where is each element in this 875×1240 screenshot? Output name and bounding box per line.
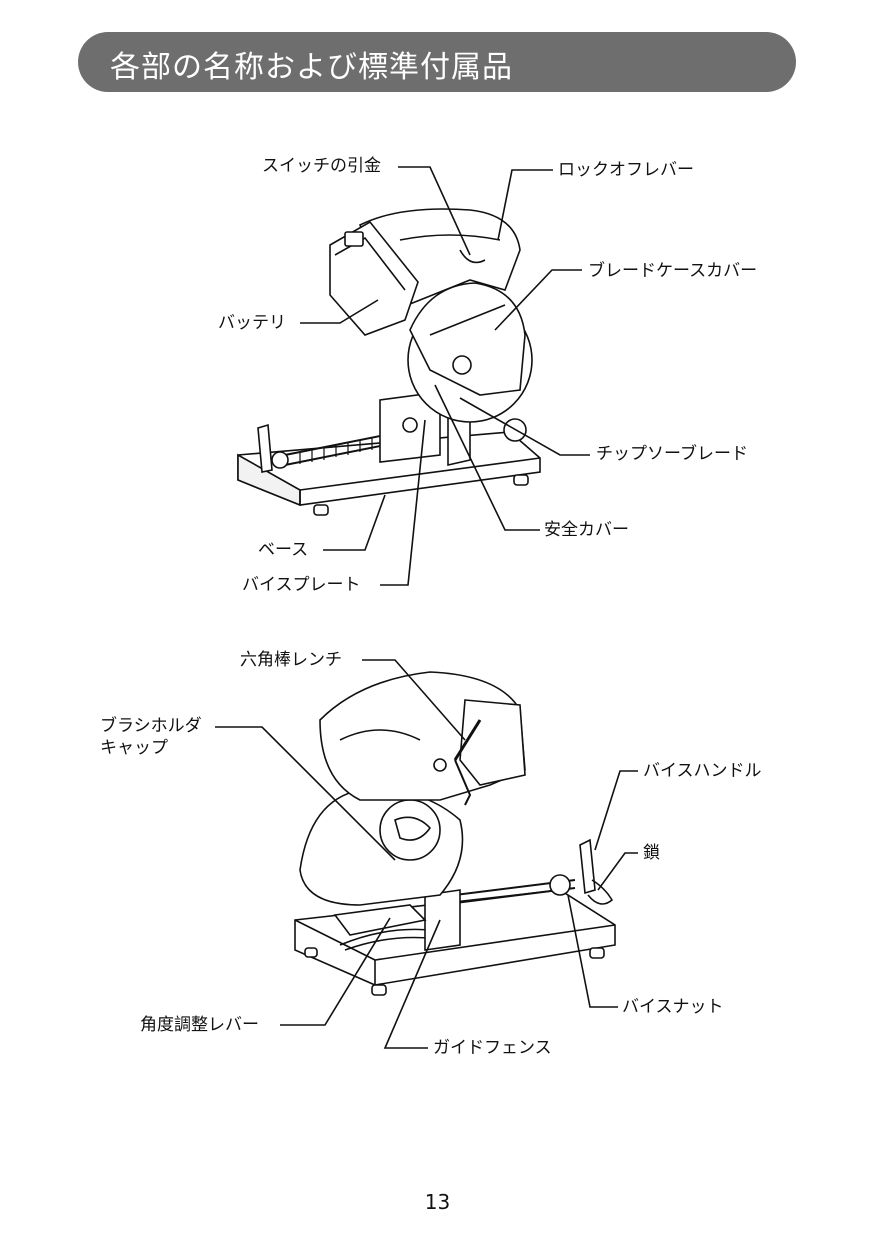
label-chain: 鎖 bbox=[643, 843, 660, 863]
label-guide-fence: ガイドフェンス bbox=[433, 1038, 552, 1058]
saw-illustration-1 bbox=[237, 208, 541, 516]
page-number: 13 bbox=[424, 1190, 451, 1214]
section-title-bar: 各部の名称および標準付属品 bbox=[78, 32, 796, 92]
label-angle-lever: 角度調整レバー bbox=[140, 1015, 259, 1035]
label-battery: バッテリ bbox=[218, 313, 286, 333]
label-brush-holder-cap-line1: ブラシホルダ bbox=[100, 716, 202, 736]
label-brush-holder-cap-line2: キャップ bbox=[100, 738, 168, 758]
label-base: ベース bbox=[258, 540, 309, 560]
section-title: 各部の名称および標準付属品 bbox=[110, 50, 513, 85]
label-vise-handle: バイスハンドル bbox=[643, 761, 762, 781]
label-vise-nut: バイスナット bbox=[622, 997, 724, 1017]
label-lock-off-lever: ロックオフレバー bbox=[558, 160, 694, 180]
label-vise-plate: バイスプレート bbox=[242, 575, 361, 595]
label-switch-trigger: スイッチの引金 bbox=[262, 156, 381, 176]
saw-illustration-2 bbox=[294, 671, 616, 996]
label-hex-wrench: 六角棒レンチ bbox=[240, 650, 342, 670]
label-tip-saw-blade: チップソーブレード bbox=[596, 444, 748, 464]
label-safety-cover: 安全カバー bbox=[544, 520, 629, 540]
label-blade-case-cover: ブレードケースカバー bbox=[588, 261, 758, 281]
